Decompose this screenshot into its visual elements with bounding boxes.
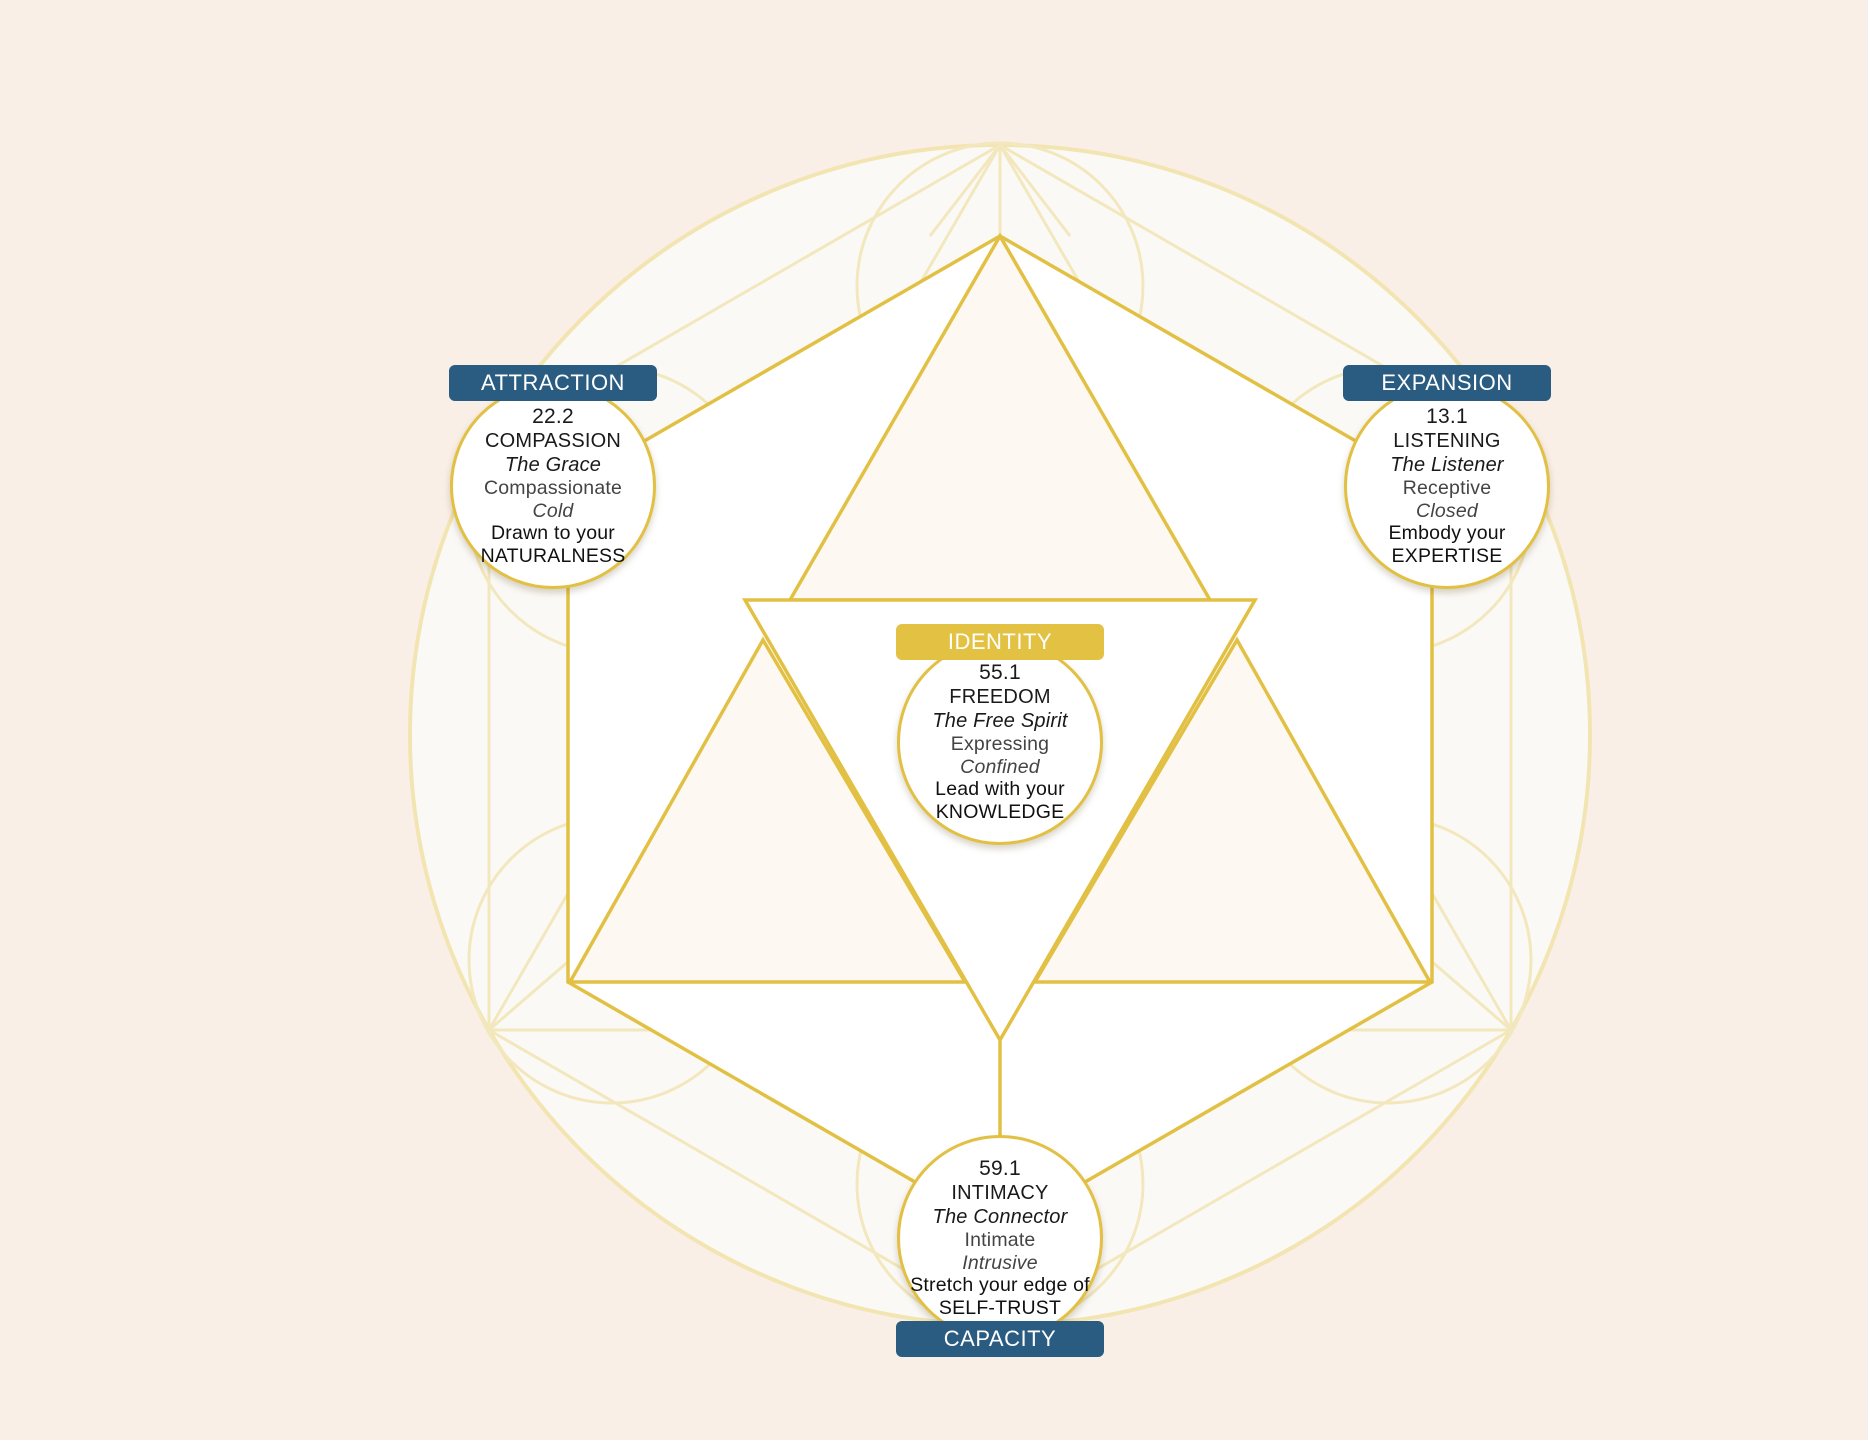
capacity-name: INTIMACY xyxy=(951,1182,1049,1204)
capacity-action: Stretch your edge of xyxy=(910,1274,1090,1296)
capacity-theme: SELF-TRUST xyxy=(938,1296,1062,1319)
triangle-left xyxy=(567,636,969,984)
attraction-action: Drawn to your xyxy=(491,522,615,544)
expansion-name: LISTENING xyxy=(1393,430,1501,452)
capacity-shadow: Intrusive xyxy=(962,1251,1038,1274)
capacity-archetype: The Connector xyxy=(932,1206,1068,1228)
expansion-gift: Receptive xyxy=(1402,477,1492,499)
bg-ray-1 xyxy=(928,144,1002,237)
attraction-label: ATTRACTION xyxy=(449,365,657,401)
identity-gate: 55.1 xyxy=(979,661,1021,684)
expansion-shadow: Closed xyxy=(1416,499,1478,522)
capacity-node[interactable]: 59.1 INTIMACY The Connector Intimate Int… xyxy=(897,1135,1103,1341)
attraction-node[interactable]: 22.2 COMPASSION The Grace Compassionate … xyxy=(450,383,656,589)
inner-triangles xyxy=(567,232,1433,984)
bg-ray-5 xyxy=(1429,958,1512,1032)
expansion-node[interactable]: 13.1 LISTENING The Listener Receptive Cl… xyxy=(1344,383,1550,589)
identity-label: IDENTITY xyxy=(896,624,1104,660)
identity-theme: KNOWLEDGE xyxy=(935,800,1065,823)
capacity-label: CAPACITY xyxy=(896,1321,1104,1357)
expansion-archetype: The Listener xyxy=(1390,454,1504,476)
identity-name: FREEDOM xyxy=(949,686,1051,708)
expansion-action: Embody your xyxy=(1388,522,1506,544)
triangle-right xyxy=(1031,636,1433,984)
expansion-gate: 13.1 xyxy=(1426,405,1468,428)
attraction-name: COMPASSION xyxy=(484,430,622,452)
attraction-gate: 22.2 xyxy=(532,405,574,428)
identity-shadow: Confined xyxy=(960,755,1040,778)
attraction-theme: NATURALNESS xyxy=(480,544,626,567)
bg-ray-2 xyxy=(998,144,1072,237)
expansion-theme: EXPERTISE xyxy=(1391,544,1503,567)
expansion-label: EXPANSION xyxy=(1343,365,1551,401)
capacity-gate: 59.1 xyxy=(979,1157,1021,1180)
identity-action: Lead with your xyxy=(935,778,1065,800)
attraction-archetype: The Grace xyxy=(504,454,602,476)
identity-archetype: The Free Spirit xyxy=(932,710,1068,732)
attraction-shadow: Cold xyxy=(532,499,574,522)
identity-gift: Expressing xyxy=(950,733,1050,755)
identity-node[interactable]: 55.1 FREEDOM The Free Spirit Expressing … xyxy=(897,639,1103,845)
bg-ray-4 xyxy=(488,958,571,1032)
attraction-gift: Compassionate xyxy=(483,477,623,499)
capacity-gift: Intimate xyxy=(964,1229,1036,1251)
